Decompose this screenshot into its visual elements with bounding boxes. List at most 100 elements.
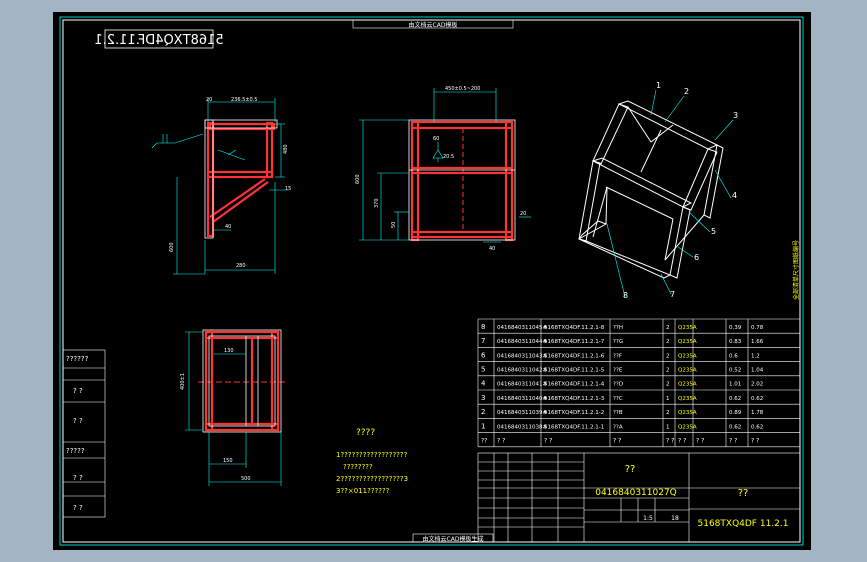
dim-front-60: 60 [433,136,439,142]
mirrored-code-box [104,29,214,49]
bom-cell-qty: 2 [666,353,670,359]
cad-drawing-canvas: 由文档云CAD模板 由文档云CAD模板生成 全部清单尺寸图纸编号 5168TXQ… [59,16,804,546]
bom-cell-code: 0416840311045# [497,325,547,331]
bom-cell-drawing: 5168TXQ4DF.11.2.1-7 [544,339,605,345]
notes-line-1: 1?????????????????? [336,451,408,459]
callout-1: 1 [656,81,661,90]
notes-title: ???? [356,428,375,438]
bom-header-cell: ? ? [613,438,621,445]
bom-cell-name: ??H [613,325,623,331]
bom-cell-unit: 1.01 [729,382,741,388]
bom-cell-unit: 0.83 [729,339,742,345]
side-view: 236.5±0.5 20 480 15 40 280 600 [151,97,291,275]
scale-cell: 1:5 [643,515,653,522]
dim-front-20-5: 20.5 [443,154,454,160]
dim-top-150: 150 [223,458,233,464]
side-strip-text: 全部清单尺寸图纸编号 [792,240,800,300]
dim-side-236: 236.5±0.5 [231,97,257,103]
bom-cell-qty: 2 [666,382,670,388]
bom-cell-total: 0.62 [751,424,763,430]
notes-line-4: 3??×011?????? [336,487,390,495]
bom-cell-qty: 1 [666,396,670,402]
inner-border [62,19,801,543]
bom-cell-no: 8 [481,323,485,331]
bom-cell-drawing: 5168TXQ4DF.11.2.1-8 [544,325,605,331]
bom-cell-no: 5 [481,366,485,374]
bom-cell-total: 0.62 [751,396,763,402]
dim-side-480: 480 [283,144,289,154]
callout-3: 3 [733,111,738,120]
callout-4: 4 [732,191,737,200]
bom-cell-total: 0.78 [751,325,764,331]
bom-cell-no: 7 [481,337,485,345]
dim-side-40: 40 [225,224,231,230]
bom-cell-code: 0416840311040# [497,396,547,402]
dim-top-130: 130 [224,348,234,354]
dim-front-top: 450±0.5~200 [445,86,480,92]
front-view: 450±0.5~200 600 370 50 20 40 60 20.5 [355,86,531,252]
bom-cell-no: 3 [481,394,485,402]
bom-cell-drawing: 5168TXQ4DF.11.2.1-3 [544,396,605,402]
bom-cell-total: 1.04 [751,368,764,374]
bom-cell-material: Q235A [678,368,697,374]
bom-header-cell: ? ? [678,438,686,445]
bom-cell-name: ??A [613,424,623,430]
bom-cell-unit: 0.39 [729,325,742,331]
dim-top-500: 500 [241,476,251,482]
bom-header-cell: ? ? [544,438,552,445]
top-strip [352,19,514,29]
bom-cell-unit: 0.89 [729,410,742,416]
bom-cell-code: 0416840311041# [497,382,547,388]
bom-cell-material: Q235A [678,410,697,416]
bom-cell-name: ??F [613,353,622,359]
bom-cell-unit: 0.62 [729,424,741,430]
bom-cell-no: 6 [481,351,486,359]
bom-cell-name: ??D [613,382,623,388]
mirrored-drawing-code: 5168TXQ4DF.11.2.1 [94,33,223,48]
dim-front-50: 50 [391,222,397,228]
bom-cell-drawing: 5168TXQ4DF.11.2.1-6 [544,353,605,359]
stamp-row-4: ????? [66,447,85,455]
dim-top-400: 400±1 [180,373,186,390]
bom-header-cell: ? ? [497,438,505,445]
bom-cell-name: ??B [613,410,623,416]
bom-cell-code: 0416840311038# [497,424,547,430]
title-name: ?? [625,464,636,475]
bom-cell-code: 0416840311044# [497,339,547,345]
bom-cell-qty: 2 [666,325,670,331]
notes-line-3: 2?????????????????3 [336,475,408,483]
bom-cell-total: 1.2 [751,353,760,359]
stamp-row-2: ? ? [73,387,83,395]
bom-header-cell: ? ? [666,438,674,445]
bom-cell-total: 1.66 [751,339,764,345]
bom-cell-total: 2.02 [751,382,763,388]
bom-cell-material: Q235A [678,339,697,345]
bom-cell-drawing: 5168TXQ4DF.11.2.1-2 [544,410,604,416]
bom-cell-no: 4 [481,380,486,388]
top-strip-text: 由文档云CAD模板 [409,21,458,29]
dim-side-20: 20 [206,97,212,103]
sheet-count: 18 [671,515,679,522]
isometric-view [578,100,724,279]
dim-front-600: 600 [355,174,361,184]
bom-cell-total: 1.78 [751,410,764,416]
bom-header-cell: ? ? [696,438,704,445]
dim-side-280: 280 [236,263,246,269]
bom-cell-no: 2 [481,408,485,416]
dim-front-40: 40 [489,246,495,252]
bom-cell-name: ??C [613,396,623,402]
bottom-strip [412,533,494,543]
stamp-row-3: ? ? [73,417,83,425]
bottom-strip-text: 由文档云CAD模板生成 [423,535,484,543]
bom-cell-qty: 2 [666,368,670,374]
bom-cell-qty: 2 [666,339,670,345]
bom-cell-drawing: 5168TXQ4DF.11.2.1-1 [544,424,604,430]
top-view: 400±1 130 150 500 [180,329,285,486]
callout-6: 6 [694,253,699,262]
part-number: 0416840311027Q [595,488,677,498]
iso-leaders [606,89,734,298]
bom-cell-no: 1 [481,422,485,430]
bom-cell-material: Q235A [678,353,697,359]
stamp-row-5: ? ? [73,474,83,482]
